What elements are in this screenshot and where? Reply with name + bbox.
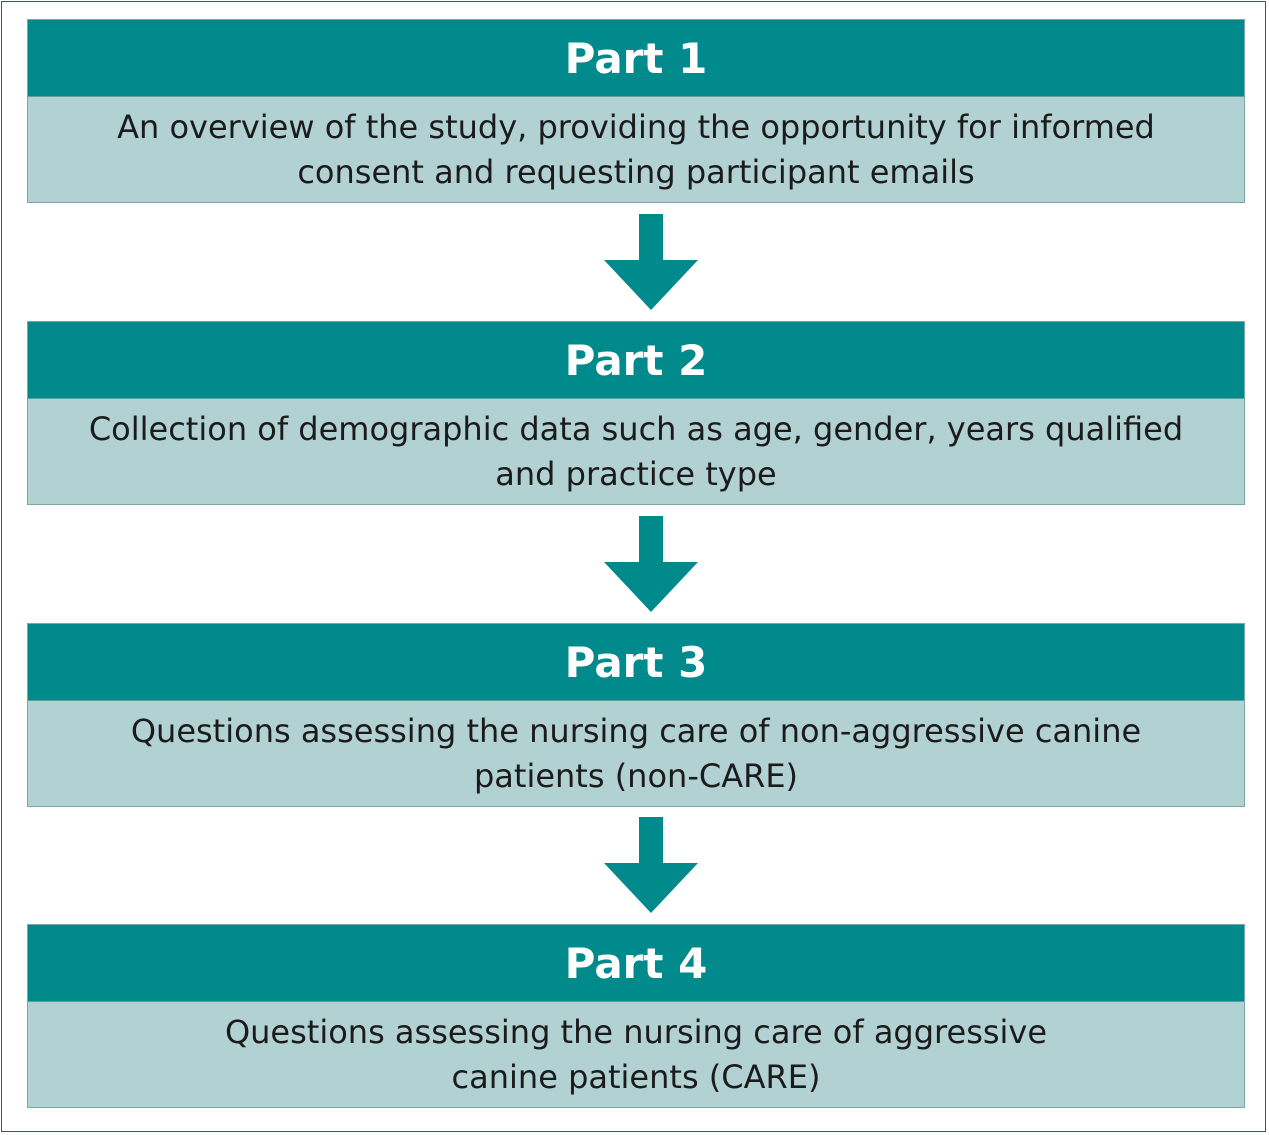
step-description: Questions assessing the nursing care of … (28, 701, 1244, 806)
step-description-line: consent and requesting participant email… (297, 152, 975, 191)
step-description: Questions assessing the nursing care of … (28, 1002, 1244, 1107)
step-title: Part 4 (28, 925, 1244, 1002)
down-arrow-icon (604, 214, 698, 310)
down-arrow-icon (604, 817, 698, 913)
step-description-line: Collection of demographic data such as a… (88, 409, 1184, 448)
step-description-line: canine patients (CARE) (451, 1057, 821, 1096)
step-description-line: and practice type (495, 454, 777, 493)
step-description-line: patients (non-CARE) (473, 756, 799, 795)
step-part-1: Part 1 An overview of the study, providi… (27, 19, 1245, 203)
step-part-2: Part 2 Collection of demographic data su… (27, 321, 1245, 505)
step-description-line: An overview of the study, providing the … (117, 107, 1155, 146)
step-title: Part 1 (28, 20, 1244, 97)
step-description: An overview of the study, providing the … (28, 97, 1244, 202)
step-description-line: Questions assessing the nursing care of … (224, 1012, 1048, 1051)
step-title: Part 2 (28, 322, 1244, 399)
step-description-line: Questions assessing the nursing care of … (130, 711, 1142, 750)
step-part-3: Part 3 Questions assessing the nursing c… (27, 623, 1245, 807)
step-title: Part 3 (28, 624, 1244, 701)
down-arrow-icon (604, 516, 698, 612)
step-description: Collection of demographic data such as a… (28, 399, 1244, 504)
step-part-4: Part 4 Questions assessing the nursing c… (27, 924, 1245, 1108)
